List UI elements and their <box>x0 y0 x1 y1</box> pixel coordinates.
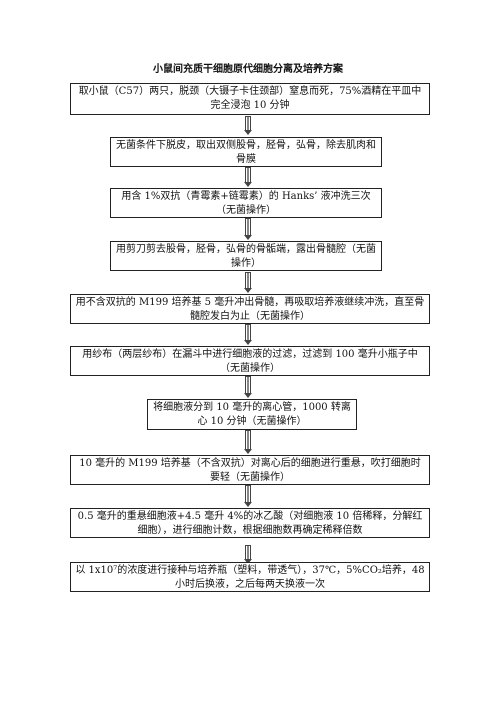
step-4-box: 用剪刀剪去股骨，胫骨，弘骨的骨骺端，露出骨髓腔（无菌操作） <box>110 241 382 271</box>
step-2-box: 无菌条件下脱皮，取出双侧股骨，胫骨，弘骨，除去肌肉和骨膜 <box>110 137 382 167</box>
flow-arrow-2 <box>244 167 253 187</box>
flow-arrow-3 <box>244 218 253 240</box>
step-8-text: 10 毫升的 M199 培养基（不含双抗）对离心后的细胞进行重悬，吹打细胞时要轻… <box>79 458 421 483</box>
page-title: 小鼠间充质干细胞原代细胞分离及培养方案 <box>153 64 343 75</box>
flow-arrow-4 <box>244 272 253 293</box>
arrow-down-icon <box>244 393 252 398</box>
step-9-text: 0.5 毫升的重悬细胞液+4.5 毫升 4%的冰乙酸（对细胞液 10 倍稀释，分… <box>77 511 423 536</box>
arrow-down-icon <box>244 235 252 240</box>
step-6-box: 用纱布（两层纱布）在漏斗中进行细胞液的过滤，过滤到 100 毫升小瓶子中（无菌操… <box>70 346 430 376</box>
step-5-box: 用不含双抗的 M199 培养基 5 毫升冲出骨髓，再吸取培养液继续冲洗，直至骨髓… <box>70 294 430 324</box>
step-4-text: 用剪刀剪去股骨，胫骨，弘骨的骨骺端，露出骨髓腔（无菌操作） <box>116 244 376 269</box>
flow-arrow-9 <box>244 545 253 564</box>
step-3-box: 用含 1%双抗（青霉素+链霉素）的 Hanks’ 液冲洗三次（无菌操作） <box>110 188 382 218</box>
arrow-down-icon <box>244 182 252 187</box>
step-1-box: 取小鼠（C57）两只，脱颈（大镊子卡住颈部）窒息而死，75%酒精在平皿中完全浸泡… <box>70 83 430 115</box>
step-3-text: 用含 1%双抗（青霉素+链霉素）的 Hanks’ 液冲洗三次（无菌操作） <box>121 191 371 216</box>
arrow-down-icon <box>244 130 252 135</box>
arrow-down-icon <box>244 502 252 507</box>
flow-arrow-5 <box>244 324 253 345</box>
step-10-box: 以 1x10⁷的浓度进行接种与培养瓶（塑料，带透气），37℃，5%CO₂培养，4… <box>70 562 430 592</box>
flow-arrow-8 <box>244 485 253 507</box>
flow-arrow-6 <box>244 376 253 398</box>
arrow-down-icon <box>244 340 252 345</box>
step-10-text: 以 1x10⁷的浓度进行接种与培养瓶（塑料，带透气），37℃，5%CO₂培养，4… <box>75 565 425 590</box>
step-2-text: 无菌条件下脱皮，取出双侧股骨，胫骨，弘骨，除去肌肉和骨膜 <box>116 140 376 165</box>
arrow-down-icon <box>244 449 252 454</box>
step-7-text: 将细胞液分到 10 毫升的离心管，1000 转离心 10 分钟（无菌操作） <box>153 402 351 427</box>
step-8-box: 10 毫升的 M199 培养基（不含双抗）对离心后的细胞进行重悬，吹打细胞时要轻… <box>70 455 430 485</box>
step-5-text: 用不含双抗的 M199 培养基 5 毫升冲出骨髓，再吸取培养液继续冲洗，直至骨髓… <box>75 297 425 322</box>
step-1-text: 取小鼠（C57）两只，脱颈（大镊子卡住颈部）窒息而死，75%酒精在平皿中完全浸泡… <box>78 86 422 111</box>
arrow-down-icon <box>244 559 252 564</box>
step-6-text: 用纱布（两层纱布）在漏斗中进行细胞液的过滤，过滤到 100 毫升小瓶子中（无菌操… <box>82 349 418 374</box>
arrow-down-icon <box>244 288 252 293</box>
flow-arrow-7 <box>244 430 253 454</box>
flow-arrow-1 <box>244 116 253 135</box>
step-7-box: 将细胞液分到 10 毫升的离心管，1000 转离心 10 分钟（无菌操作） <box>147 399 357 430</box>
step-9-box: 0.5 毫升的重悬细胞液+4.5 毫升 4%的冰乙酸（对细胞液 10 倍稀释，分… <box>70 508 430 538</box>
